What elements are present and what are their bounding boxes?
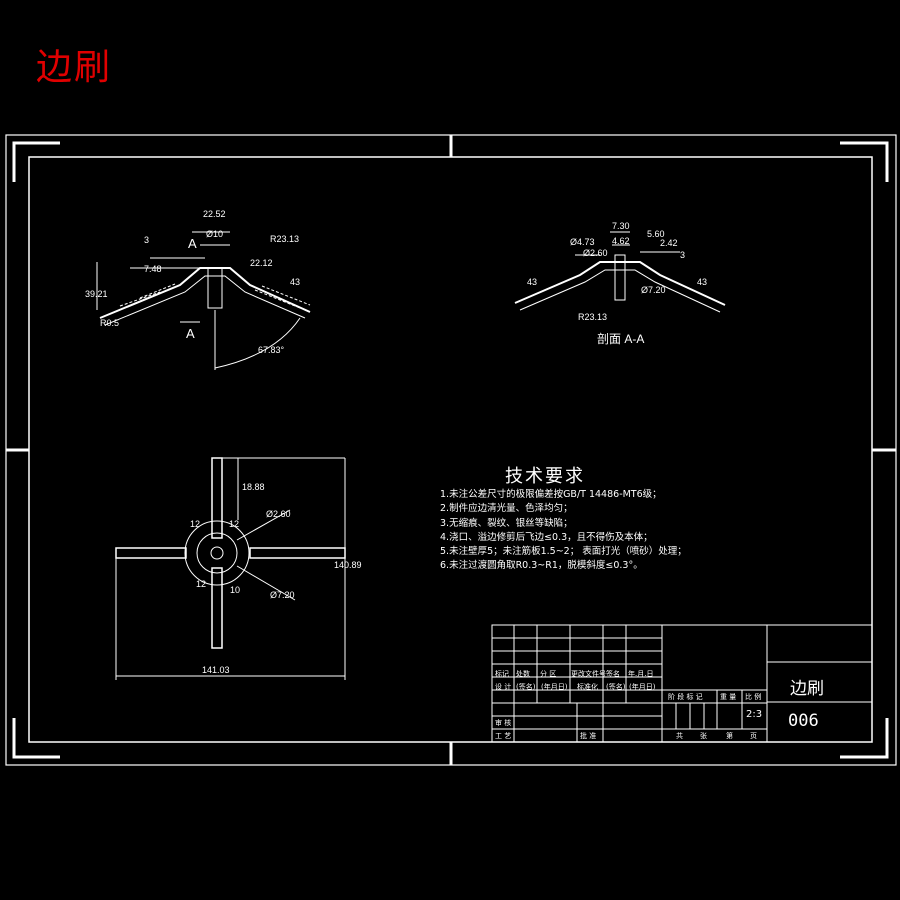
tb-part-name: 边刷	[790, 679, 824, 699]
tb-r2c4: 标准化	[577, 683, 598, 691]
dim-plan-3: 12	[229, 519, 239, 529]
requirement-item: 6.未注过渡圆角取R0.3~R1，脱模斜度≤0.3°。	[440, 560, 643, 572]
tb-r2c3: (年月日)	[541, 683, 568, 691]
corner-mark-bl	[12, 718, 60, 759]
dim-plan-0: 18.88	[242, 482, 265, 492]
dim-plan-2: 12	[190, 519, 200, 529]
tb-sheet-1: 共	[676, 732, 683, 740]
tb-r1c1: 标记	[495, 670, 509, 678]
section-mark-top: A	[188, 236, 197, 251]
requirement-item: 5.未注壁厚5；未注筋板1.5~2； 表面打光（喷砂）处理；	[440, 546, 687, 558]
section-mark-bottom: A	[186, 326, 195, 341]
title-block	[491, 624, 873, 743]
dim-plan-5: 10	[230, 585, 240, 595]
dim-front-1: Ø10	[206, 229, 223, 239]
tb-r4c1: 工 艺	[495, 732, 512, 740]
tb-r1c4: 更改文件号	[571, 670, 606, 678]
dim-section-6: 3	[680, 250, 685, 260]
tb-sheet-2: 张	[700, 732, 707, 740]
dim-front-4: 7.48	[144, 264, 162, 274]
dim-front-2: R23.13	[270, 234, 299, 244]
dim-front-9: R0.5	[100, 318, 119, 328]
dim-section-2: Ø4.73	[570, 237, 595, 247]
requirements-list: 1.未注公差尺寸的极限偏差按GB/T 14486-MT6级； 2.制件应边清光量…	[440, 488, 687, 574]
tb-scale-value: 2:3	[746, 709, 763, 720]
requirement-item: 4.浇口、溢边修剪后飞边≤0.3，且不得伤及本体；	[440, 531, 653, 543]
tb-r2c2: (签名)	[516, 683, 536, 691]
section-label: 剖面 A-A	[597, 332, 644, 346]
tb-r2c5: (签名)	[606, 683, 626, 691]
tb-drawing-no: 006	[788, 711, 819, 731]
section-view	[514, 231, 726, 313]
corner-mark-tr	[840, 141, 889, 182]
tb-sheet-3: 第	[726, 732, 733, 740]
dim-section-9: Ø7.20	[641, 285, 666, 295]
dim-section-1: 4.62	[612, 236, 630, 246]
dim-front-5: 39.21	[85, 289, 108, 299]
tb-weight-label: 重 量	[720, 693, 737, 701]
tb-r1c3: 分 区	[540, 670, 557, 678]
requirement-item: 1.未注公差尺寸的极限偏差按GB/T 14486-MT6级；	[440, 489, 662, 500]
corner-mark-tl	[12, 141, 60, 182]
outer-frame	[5, 134, 897, 766]
dim-section-5: 2.42	[660, 238, 678, 248]
tb-r2c6: (年月日)	[629, 683, 656, 691]
dim-plan-7: 140.89	[334, 560, 362, 570]
dim-section-0: 7.30	[612, 221, 630, 231]
tb-r3c1: 审 核	[495, 719, 512, 727]
tb-sheet-4: 页	[750, 732, 757, 740]
dim-plan-4: 12	[196, 579, 206, 589]
dim-front-0: 22.52	[203, 209, 226, 219]
plan-view	[115, 457, 346, 680]
tb-r1c5: 签名	[606, 670, 620, 678]
dim-front-3: 3	[144, 235, 149, 245]
dim-front-6: 22.12	[250, 258, 273, 268]
tb-stage-label: 阶 段 标 记	[668, 693, 703, 701]
tb-r2c1: 设 计	[495, 683, 512, 691]
dim-plan-1: Ø2.60	[266, 509, 291, 519]
corner-mark-br	[840, 718, 889, 759]
drawing-title-banner: 边刷	[36, 47, 113, 88]
tb-r1c6: 年.月.日	[628, 670, 654, 678]
front-view	[96, 231, 311, 370]
tb-r4c2: 批 准	[580, 732, 597, 740]
dim-section-8: 43	[697, 277, 707, 287]
dim-front-7: 43	[290, 277, 300, 287]
dim-section-3: Ø2.60	[583, 248, 608, 258]
requirement-item: 3.无缩痕、裂纹、银丝等缺陷；	[440, 517, 573, 529]
dim-front-8: 67.83°	[258, 345, 285, 355]
dim-section-7: 43	[527, 277, 537, 287]
tb-scale-label: 比 例	[745, 693, 762, 701]
requirements-title: 技术要求	[505, 466, 585, 487]
requirement-item: 2.制件应边清光量、色泽均匀；	[440, 503, 573, 515]
dim-section-4: 5.60	[647, 229, 665, 239]
inner-frame	[28, 156, 873, 743]
dim-plan-6: Ø7.20	[270, 590, 295, 600]
tb-r1c2: 处数	[516, 670, 530, 678]
dim-plan-8: 141.03	[202, 665, 230, 675]
dim-section-10: R23.13	[578, 312, 607, 322]
